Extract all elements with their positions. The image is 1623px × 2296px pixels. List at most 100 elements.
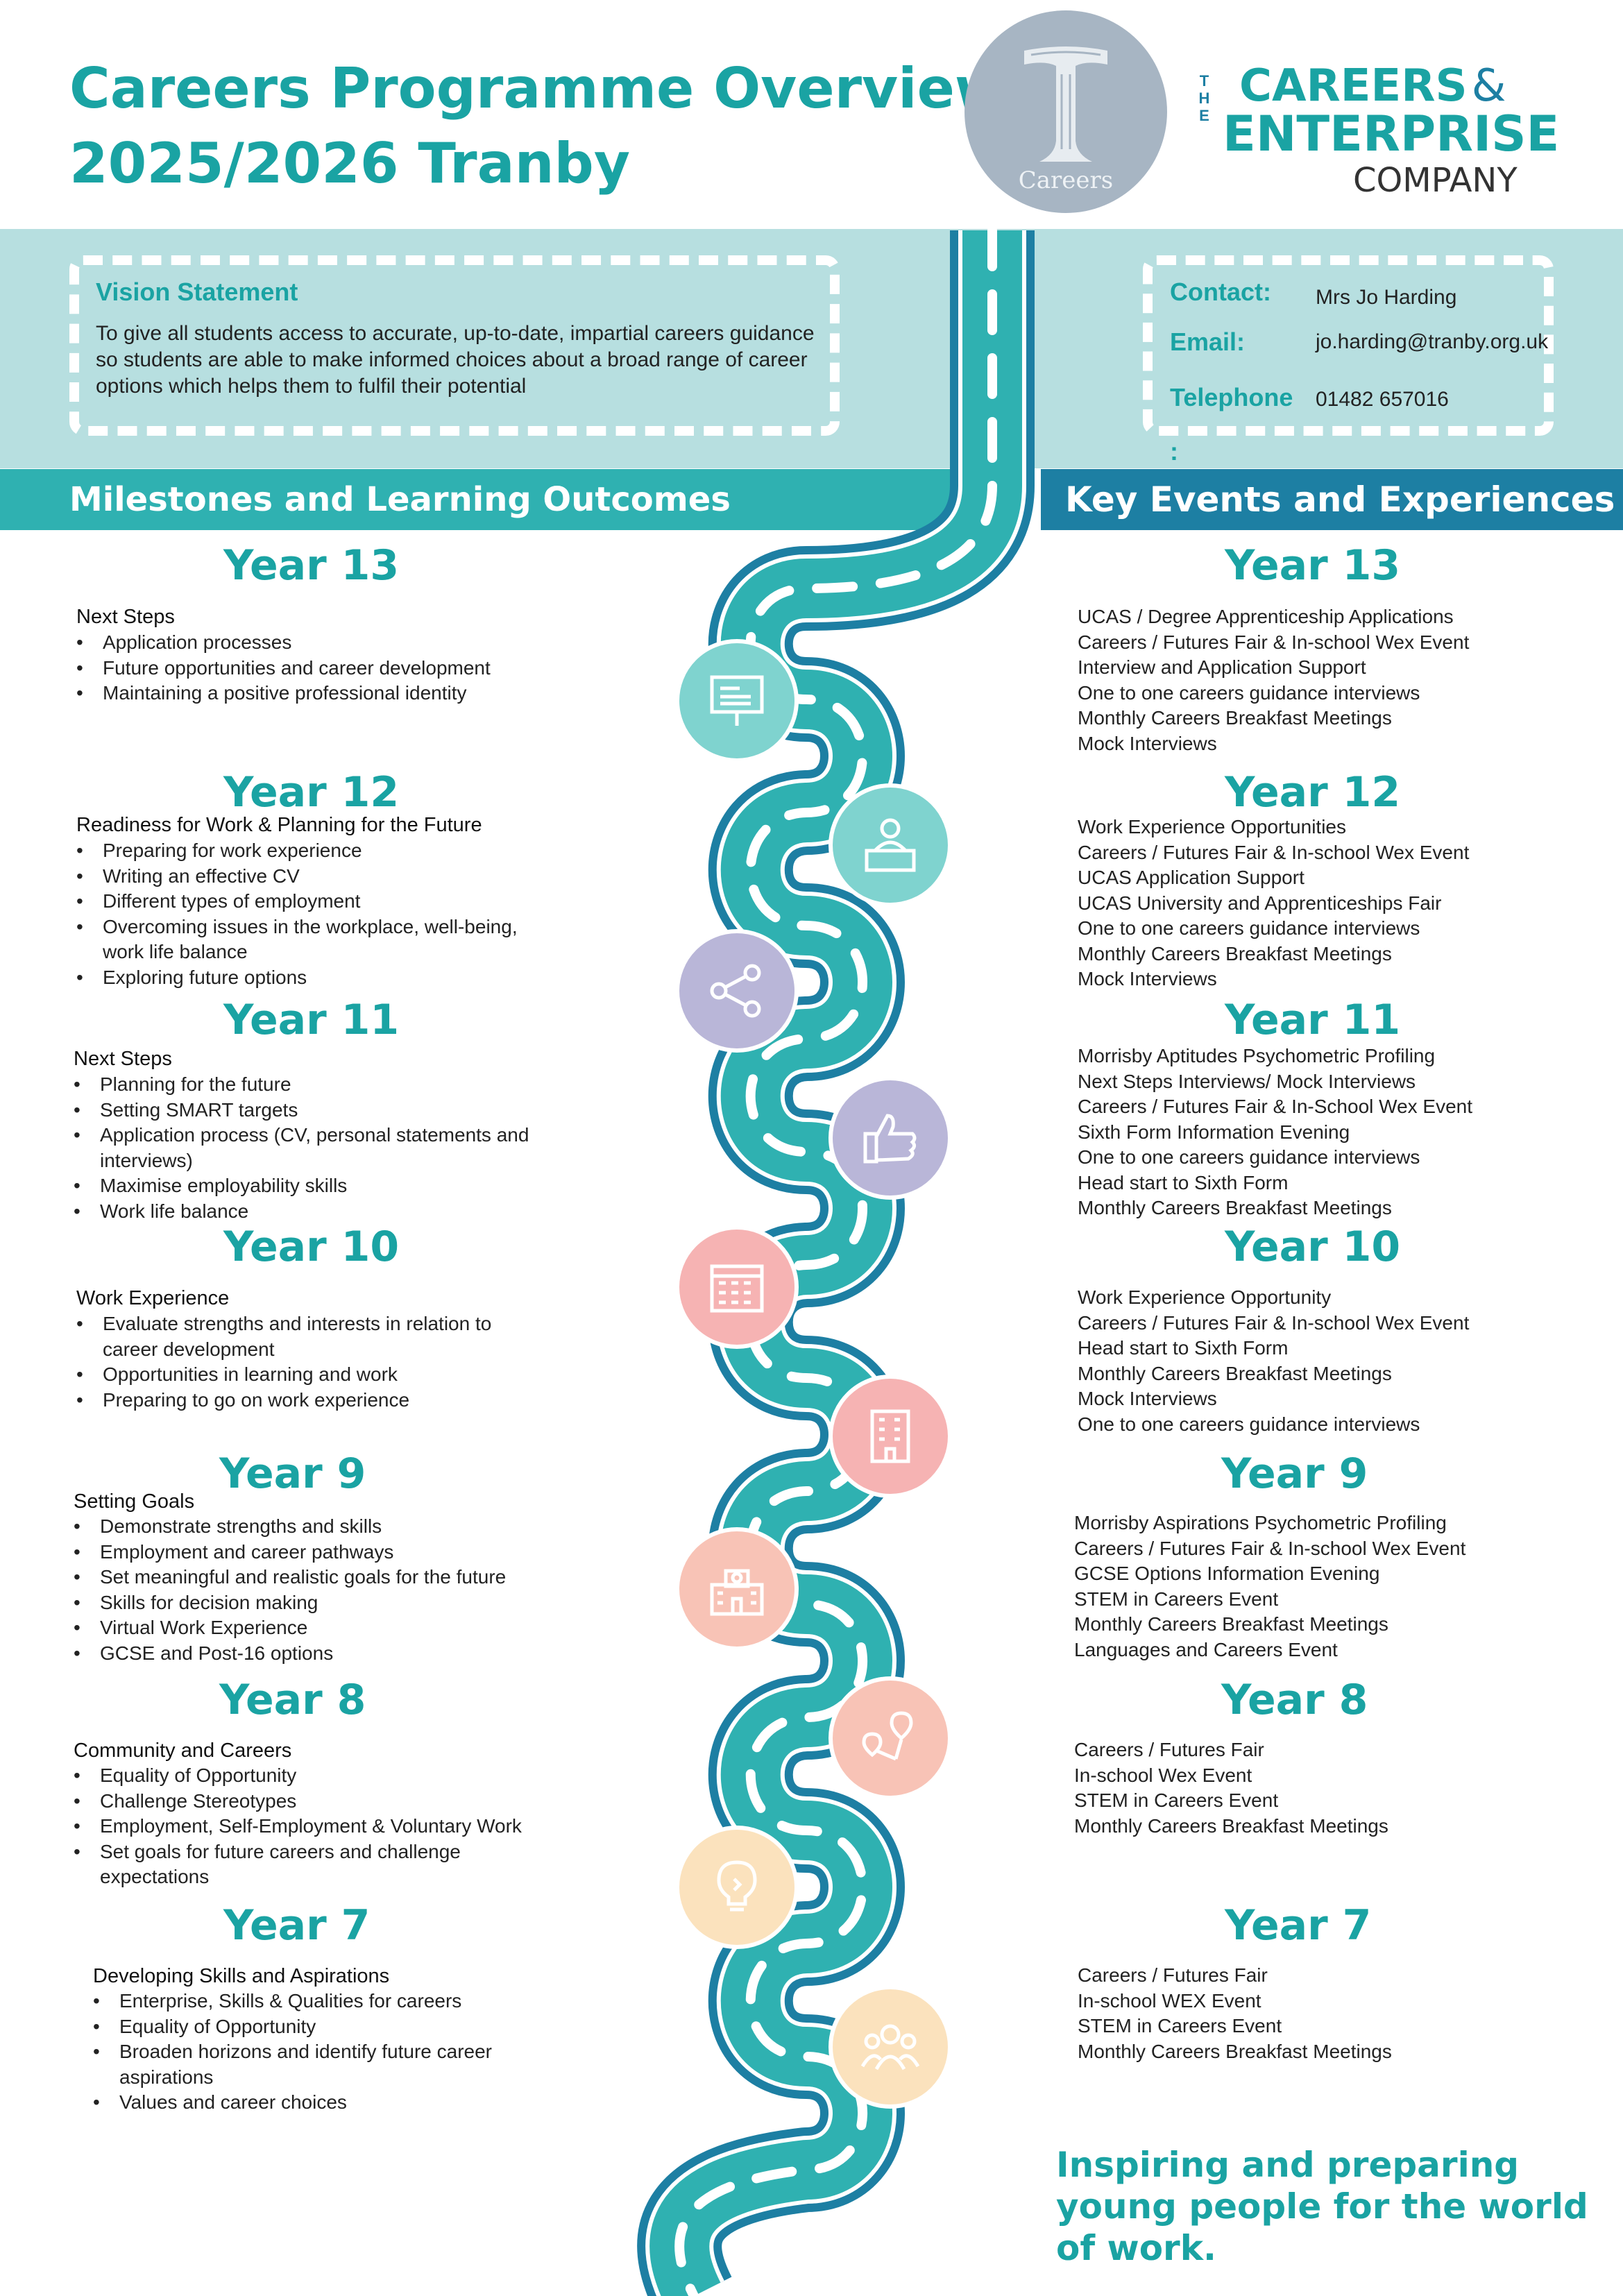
event-item: Monthly Careers Breakfast Meetings: [1078, 707, 1392, 729]
milestone-item: Demonstrate strengths and skills: [74, 1514, 587, 1540]
event-item: Monthly Careers Breakfast Meetings: [1078, 2040, 1392, 2062]
event-item: Next Steps Interviews/ Mock Interviews: [1078, 1070, 1416, 1092]
telephone-label: Telephone: [1170, 383, 1293, 411]
milestone-item: Skills for decision making: [74, 1590, 587, 1616]
slogan: Inspiring and preparing young people for…: [1056, 2145, 1588, 2268]
milestone-item: Work life balance: [74, 1199, 559, 1225]
contact-label: Contact:: [1170, 278, 1271, 306]
event-item: Careers / Futures Fair & In-school Wex E…: [1078, 1311, 1470, 1334]
milestone-list: Preparing for work experience Writing an…: [76, 838, 548, 990]
event-item: Work Experience Opportunities: [1078, 816, 1346, 837]
person-at-desk-icon: [829, 783, 952, 907]
events-year-7: Year 7: [1225, 1901, 1372, 1950]
event-item: One to one careers guidance interviews: [1078, 917, 1420, 939]
milestone-item: Enterprise, Skills & Qualities for caree…: [93, 1989, 551, 2014]
milestone-item: Equality of Opportunity: [93, 2014, 551, 2040]
page-title-line2: 2025/2026 Tranby: [69, 131, 630, 196]
milestone-item: Future opportunities and career developm…: [76, 656, 576, 681]
milestone-item: Set goals for future careers and challen…: [74, 1839, 559, 1890]
events-year-11: Year 11: [1225, 996, 1401, 1044]
event-item: STEM in Careers Event: [1074, 1789, 1279, 1811]
lightbulb-icon: [675, 1826, 799, 1949]
milestone-item: Equality of Opportunity: [74, 1763, 559, 1789]
school-logo: Careers: [965, 10, 1167, 213]
event-item: UCAS University and Apprenticeships Fair: [1078, 892, 1442, 914]
email-label: Email:: [1170, 328, 1246, 356]
share-network-icon: [675, 929, 799, 1053]
event-item: Languages and Careers Event: [1074, 1638, 1338, 1660]
events-year-13: Year 13: [1225, 541, 1401, 590]
vision-heading: Vision Statement: [96, 278, 298, 306]
milestone-title: Developing Skills and Aspirations: [93, 1965, 390, 1987]
event-item: STEM in Careers Event: [1078, 2015, 1282, 2036]
event-item: Careers / Futures Fair & In-school Wex E…: [1074, 1537, 1466, 1559]
map-pins-icon: [829, 1676, 952, 1800]
milestones-heading: Milestones and Learning Outcomes: [69, 480, 731, 519]
milestone-list: Enterprise, Skills & Qualities for caree…: [93, 1989, 551, 2116]
cec-logo-careers: CAREERS: [1239, 60, 1468, 112]
milestone-item: Challenge Stereotypes: [74, 1789, 559, 1814]
cec-logo: THE CAREERS& ENTERPRISE COMPANY: [1193, 64, 1610, 203]
milestone-item: Values and career choices: [93, 2090, 551, 2116]
events-year-9: Year 9: [1221, 1449, 1368, 1498]
milestone-title: Work Experience: [76, 1287, 230, 1309]
event-item: Monthly Careers Breakfast Meetings: [1074, 1814, 1388, 1837]
milestone-year-7: Year 7: [223, 1901, 371, 1950]
milestone-item: Setting SMART targets: [74, 1098, 559, 1123]
event-item: Careers / Futures Fair: [1074, 1739, 1264, 1760]
milestone-item: Preparing for work experience: [76, 838, 548, 864]
event-item: Morrisby Aspirations Psychometric Profil…: [1074, 1512, 1447, 1533]
milestone-item: Virtual Work Experience: [74, 1615, 587, 1641]
milestone-year-13: Year 13: [223, 541, 400, 590]
events-list: UCAS / Degree Apprenticeship Application…: [1078, 604, 1469, 756]
presentation-board-icon: [675, 639, 799, 763]
telephone-value: 01482 657016: [1316, 388, 1449, 411]
milestone-item: Broaden horizons and identify future car…: [93, 2039, 551, 2090]
event-item: One to one careers guidance interviews: [1078, 1413, 1420, 1435]
milestone-list: Planning for the future Setting SMART ta…: [74, 1072, 559, 1224]
milestone-item: GCSE and Post-16 options: [74, 1641, 587, 1667]
event-item: Careers / Futures Fair: [1078, 1964, 1268, 1986]
milestone-title: Community and Careers: [74, 1740, 292, 1762]
event-item: Monthly Careers Breakfast Meetings: [1074, 1613, 1388, 1635]
event-item: In-school Wex Event: [1074, 1764, 1252, 1786]
event-item: UCAS / Degree Apprenticeship Application…: [1078, 606, 1454, 627]
milestone-item: Evaluate strengths and interests in rela…: [76, 1311, 548, 1362]
milestone-title: Readiness for Work & Planning for the Fu…: [76, 814, 482, 836]
milestone-year-8: Year 8: [219, 1676, 366, 1724]
cec-logo-amp: &: [1471, 60, 1506, 112]
milestone-year-12: Year 12: [223, 768, 400, 817]
event-item: One to one careers guidance interviews: [1078, 1146, 1420, 1168]
school-building-icon: [675, 1527, 799, 1651]
event-item: Mock Interviews: [1078, 732, 1217, 754]
milestones-bar: Milestones and Learning Outcomes: [0, 469, 971, 530]
event-item: Interview and Application Support: [1078, 656, 1366, 678]
events-year-12: Year 12: [1225, 768, 1401, 817]
event-item: GCSE Options Information Evening: [1074, 1563, 1380, 1584]
school-logo-text: Careers: [1018, 167, 1114, 194]
milestone-item: Opportunities in learning and work: [76, 1362, 548, 1388]
event-item: Careers / Futures Fair & In-School Wex E…: [1078, 1096, 1473, 1117]
school-crest-icon: [1024, 46, 1107, 162]
event-item: Morrisby Aptitudes Psychometric Profilin…: [1078, 1045, 1436, 1066]
event-item: Head start to Sixth Form: [1078, 1171, 1289, 1193]
milestone-title: Setting Goals: [74, 1490, 195, 1513]
cec-logo-company: COMPANY: [1353, 161, 1518, 200]
events-list: Work Experience Opportunity Careers / Fu…: [1078, 1285, 1469, 1437]
contact-value: Mrs Jo Harding: [1316, 286, 1457, 309]
milestone-year-9: Year 9: [219, 1449, 366, 1498]
vision-text: To give all students access to accurate,…: [96, 322, 815, 398]
milestone-item: Different types of employment: [76, 889, 548, 915]
events-year-10: Year 10: [1225, 1223, 1401, 1271]
events-heading: Key Events and Experiences: [1065, 479, 1615, 520]
events-bar: Key Events and Experiences: [1041, 469, 1623, 530]
events-list: Careers / Futures Fair In-school Wex Eve…: [1074, 1737, 1388, 1839]
milestone-list: Equality of Opportunity Challenge Stereo…: [74, 1763, 559, 1890]
event-item: Work Experience Opportunity: [1078, 1286, 1332, 1308]
email-value[interactable]: jo.harding@tranby.org.uk: [1316, 330, 1549, 353]
milestone-item: Employment, Self-Employment & Voluntary …: [74, 1814, 559, 1839]
milestone-title: Next Steps: [74, 1048, 172, 1070]
event-item: Monthly Careers Breakfast Meetings: [1078, 1197, 1392, 1218]
event-item: Sixth Form Information Evening: [1078, 1121, 1350, 1143]
events-list: Work Experience Opportunities Careers / …: [1078, 815, 1469, 992]
